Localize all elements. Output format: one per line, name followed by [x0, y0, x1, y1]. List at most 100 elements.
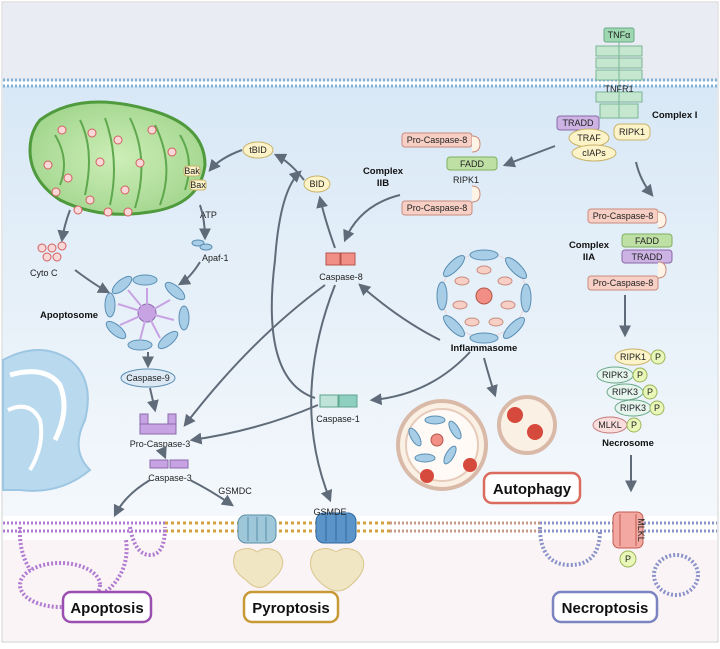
arrow-cytoc-to-apoptosome [74, 269, 111, 294]
necrosome-title: Necrosome [602, 438, 654, 449]
bak-label: Bak [184, 166, 200, 176]
inflammasome-label: Inflammasome [451, 343, 518, 354]
tnfr1-receptor: TNFα TNFR1 [595, 27, 643, 119]
svg-text:BID: BID [309, 179, 325, 189]
apoptosis-label: Apoptosis [70, 600, 143, 617]
iib-ripk1: RIPK1 [453, 175, 479, 185]
complex-iia-title-2: IIA [583, 252, 595, 263]
arrow-iib-to-caspase8 [343, 194, 401, 243]
bax-label: Bax [190, 180, 206, 190]
arrow-procasp3-to-casp3 [155, 445, 167, 460]
arrow-casp3-to-apoptosis [113, 479, 151, 518]
pyroptosis-label-box: Pyroptosis [242, 590, 340, 624]
bottom-membrane [3, 521, 717, 609]
arrow-mito-to-cytoc [57, 209, 71, 243]
svg-text:Pro-Caspase-3: Pro-Caspase-3 [130, 439, 191, 449]
complex-iia-title-1: Complex [569, 240, 610, 251]
arrow-caspase1-to-tbid [270, 170, 316, 399]
svg-text:tBID: tBID [249, 145, 267, 155]
svg-text:Caspase-3: Caspase-3 [148, 473, 192, 483]
ciaps-label: cIAPs [582, 148, 606, 158]
iia-pro-casp8-top: Pro-Caspase-8 [593, 211, 654, 221]
iib-pro-casp8-bottom: Pro-Caspase-8 [407, 203, 468, 213]
complex-i-title: Complex I [652, 110, 697, 121]
necro-p2: P [637, 370, 643, 380]
complex-iia: Pro-Caspase-8 FADD TRADD Pro-Caspase-8 C… [569, 208, 673, 291]
iib-fadd: FADD [460, 159, 485, 169]
tradd-label: TRADD [563, 118, 594, 128]
tnf-alpha-label: TNFα [608, 30, 631, 40]
caspase-3: Caspase-3 [148, 459, 192, 483]
gsmde-label: GSMDE [313, 507, 346, 517]
endoplasmic-reticulum [2, 349, 92, 492]
traf-label: TRAF [577, 133, 601, 143]
tbid: tBID [242, 141, 274, 159]
mitochondrion: Bak Bax [28, 100, 207, 217]
svg-text:Caspase-9: Caspase-9 [126, 373, 170, 383]
necro-ripk3-a: RIPK3 [602, 370, 628, 380]
arrow-mito-to-apaf1 [198, 204, 211, 241]
tnfr1-label: TNFR1 [605, 84, 634, 94]
necro-p3: P [647, 387, 653, 397]
membrane-mlkl-label: MLKL [636, 518, 646, 542]
arrow-inflammasome-to-autophagy [483, 357, 498, 398]
arrow-complex-i-to-iib [502, 145, 556, 168]
svg-text:Caspase-8: Caspase-8 [319, 272, 363, 282]
pyroptosis-label: Pyroptosis [252, 600, 330, 617]
iia-tradd: TRADD [632, 252, 663, 262]
cyto-c-label: Cyto C [30, 268, 58, 278]
iib-pro-casp8-top: Pro-Caspase-8 [407, 135, 468, 145]
iia-fadd: FADD [635, 236, 660, 246]
cytochrome-c-cluster [37, 241, 67, 262]
ripk1-label: RIPK1 [619, 127, 645, 137]
atp-label: ATP [200, 210, 217, 220]
arrow-casp9-to-procasp3 [147, 387, 159, 413]
arrow-casp3-to-gsmdc [189, 479, 234, 507]
apoptosome-label: Apoptosome [40, 310, 98, 321]
autophagy-label-box: Autophagy [482, 471, 582, 505]
caspase-1: Caspase-1 [316, 394, 360, 424]
arrow-tbid-to-mito [208, 149, 243, 172]
apoptosis-label-box: Apoptosis [61, 590, 153, 624]
arrow-caspase8-to-bid [316, 195, 336, 249]
necro-ripk1: RIPK1 [620, 352, 646, 362]
caspase-8: Caspase-8 [319, 252, 363, 282]
gsmdc-label: GSMDC [218, 486, 252, 496]
necro-ripk3-c: RIPK3 [620, 403, 646, 413]
pathway-arrows [57, 145, 654, 518]
necro-p5: P [631, 420, 637, 430]
complex-iib: Pro-Caspase-8 FADD RIPK1 Pro-Caspase-8 C… [363, 132, 498, 216]
top-membrane [3, 78, 717, 88]
complex-iib-title-1: Complex [363, 166, 404, 177]
arrow-caspase8-to-gsmde [310, 284, 336, 503]
complex-i: TRADD TRAF cIAPs RIPK1 Complex I [556, 110, 697, 162]
autophagy-label: Autophagy [493, 481, 572, 498]
necroptosis-label: Necroptosis [562, 600, 649, 617]
arrow-caspase8-to-procasp3 [183, 284, 326, 427]
complex-iib-title-2: IIB [377, 178, 389, 189]
arrow-inflammasome-to-caspase8 [358, 283, 441, 341]
apoptosome [104, 274, 190, 351]
ripk1-box [613, 123, 651, 141]
apaf1-molecules [191, 239, 213, 251]
arrow-inflammasome-to-caspase1 [369, 351, 471, 406]
membrane-p-label: P [625, 554, 631, 564]
ciaps-box [571, 144, 617, 162]
necro-p4: P [654, 403, 660, 413]
arrow-apaf1-to-apoptosome [177, 261, 201, 286]
pro-caspase-3: Pro-Caspase-3 [130, 413, 191, 449]
necroptosis-label-box: Necroptosis [551, 590, 659, 624]
bid: BID [303, 175, 331, 193]
caspase-9: Caspase-9 [120, 368, 176, 388]
arrow-caspase1-to-procasp3 [189, 404, 319, 445]
necro-ripk3-b: RIPK3 [612, 387, 638, 397]
necrosome: RIPK1 P RIPK3 P RIPK3 P RIPK3 P MLKL P N… [592, 348, 666, 449]
autophagosome [396, 395, 557, 491]
mlkl-pore: MLKL P [612, 511, 646, 568]
necro-p1: P [655, 352, 661, 362]
necro-mlkl: MLKL [598, 420, 622, 430]
gsmde-pore [309, 512, 365, 592]
arrow-complex-i-to-iia [635, 161, 654, 197]
